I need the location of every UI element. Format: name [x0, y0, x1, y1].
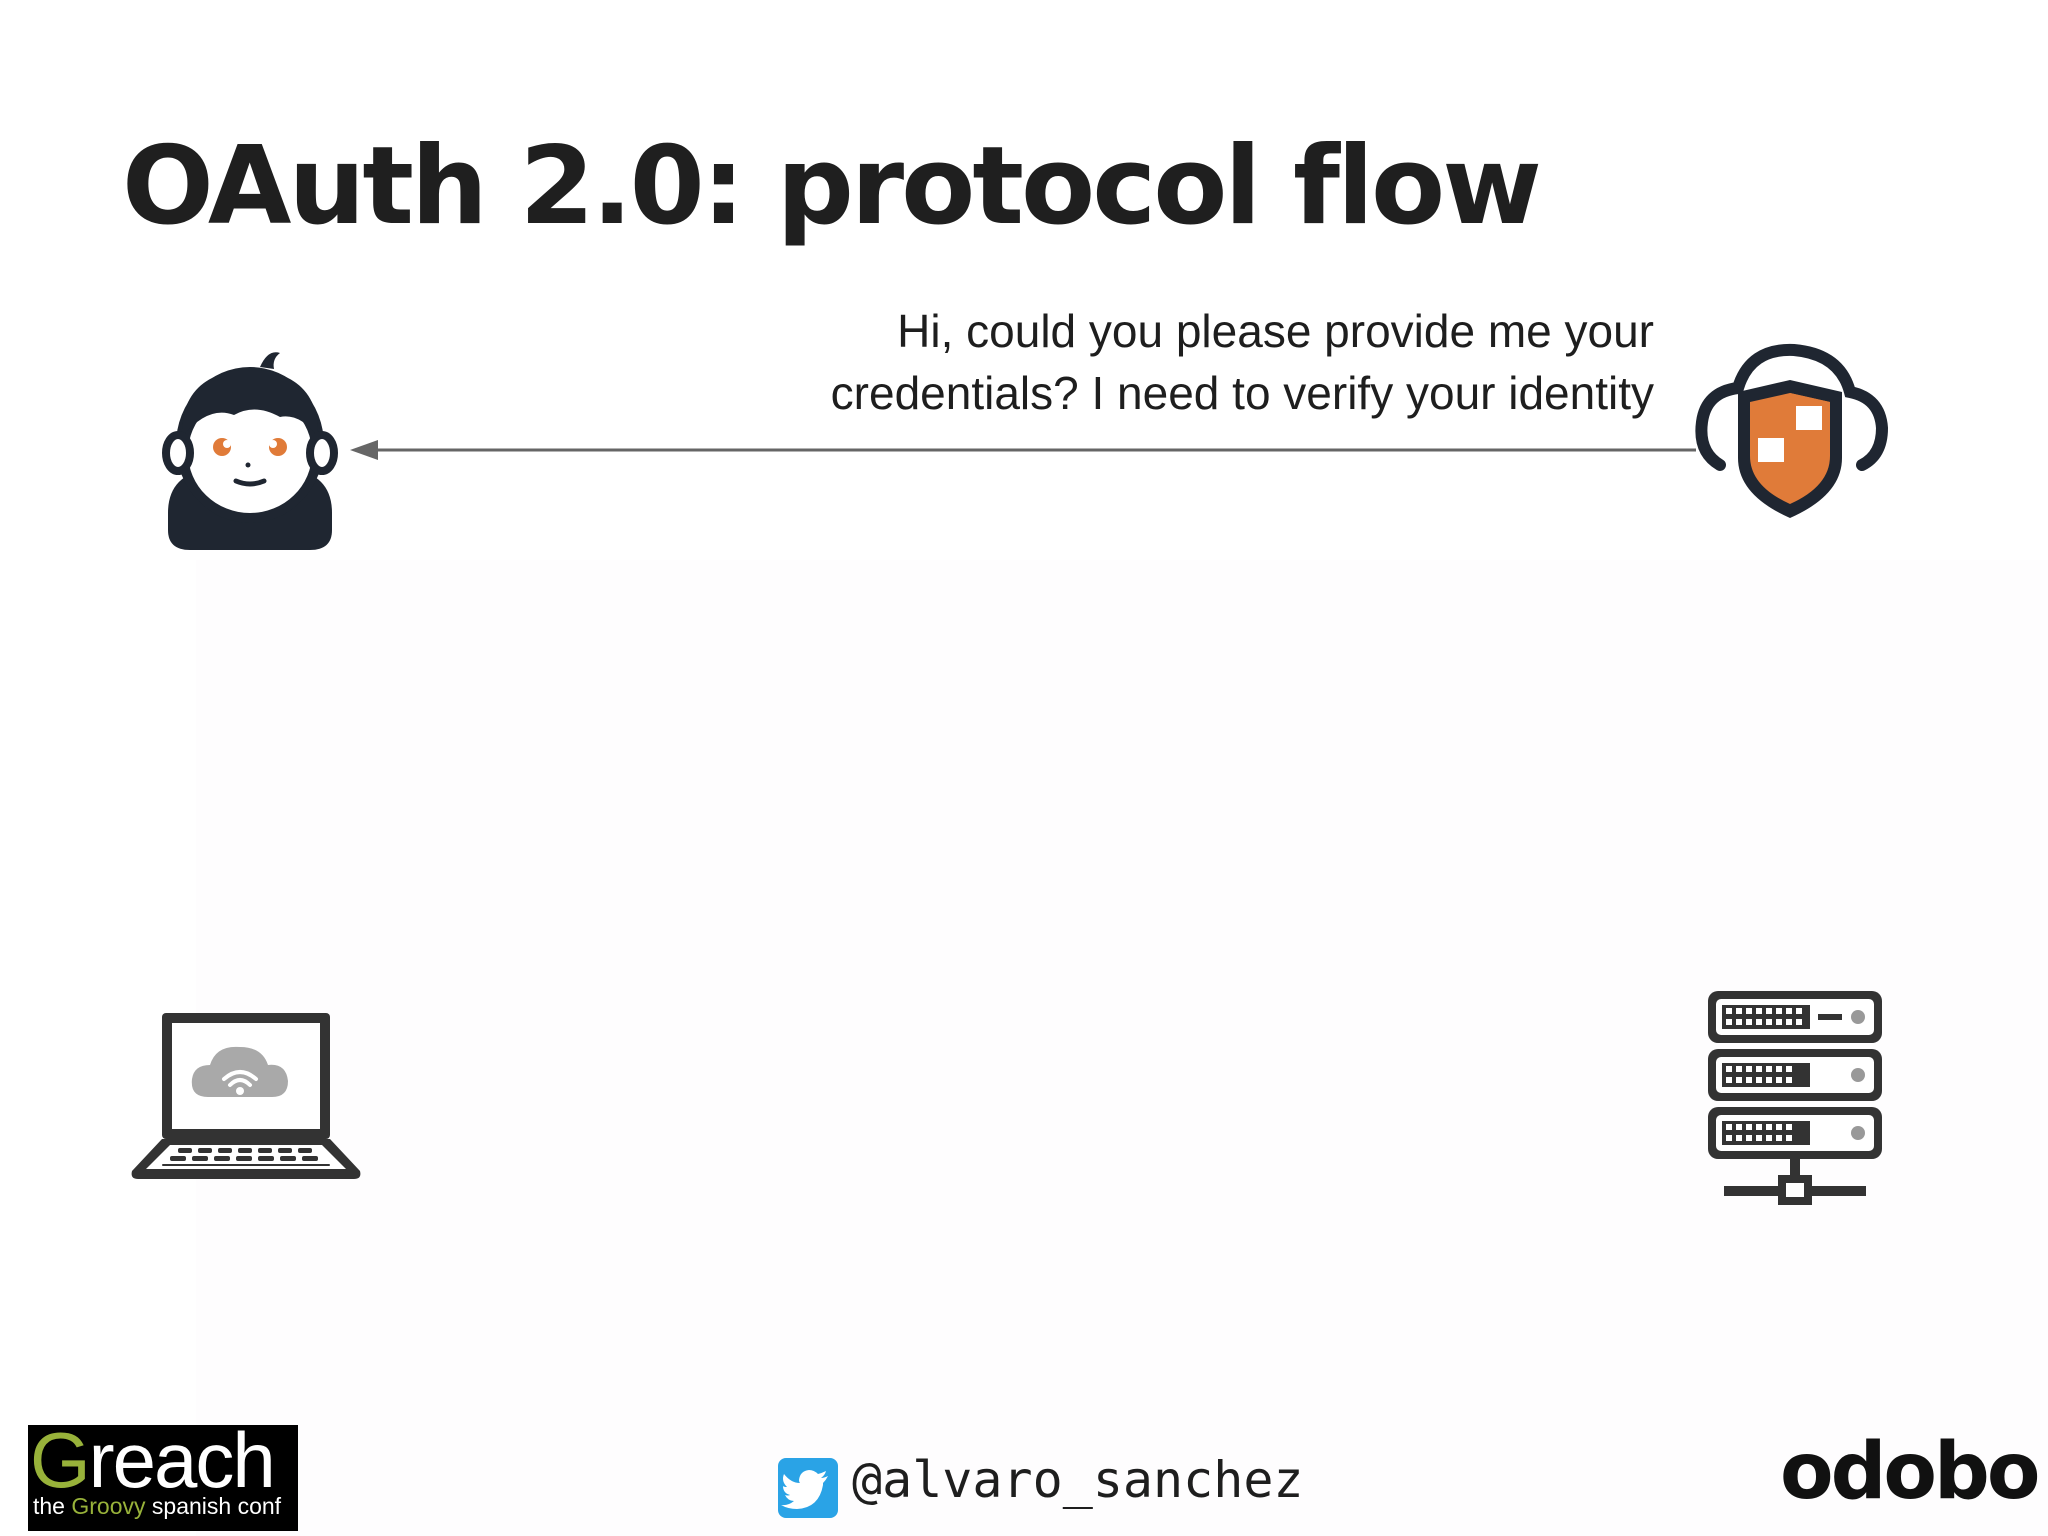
- slide-background: [196, 560, 2048, 1536]
- flow-message-line-2: credentials? I need to verify your ident…: [830, 367, 1654, 419]
- grech-logo: Greach the Groovy spanish conf: [28, 1425, 298, 1531]
- grech-logo-wordmark: Greach: [30, 1425, 276, 1504]
- flow-message-line-1: Hi, could you please provide me your: [897, 305, 1654, 357]
- flow-arrow-head: [350, 440, 378, 460]
- server-rack-icon: [1708, 991, 1882, 1205]
- grech-logo-tagline: the Groovy spanish conf: [33, 1493, 282, 1519]
- slide-title: OAuth 2.0: protocol flow: [122, 124, 1542, 249]
- cloud-shield-icon: [1695, 343, 1889, 518]
- twitter-icon: [778, 1458, 838, 1518]
- twitter-handle: @alvaro_sanchez: [852, 1451, 1304, 1509]
- odobo-logo: odobo: [1780, 1427, 2040, 1517]
- laptop-cloud-icon: [131, 1013, 361, 1179]
- flow-message: Hi, could you please provide me your cre…: [554, 300, 1654, 424]
- user-icon: [162, 352, 338, 550]
- flow-arrow: [350, 440, 1696, 460]
